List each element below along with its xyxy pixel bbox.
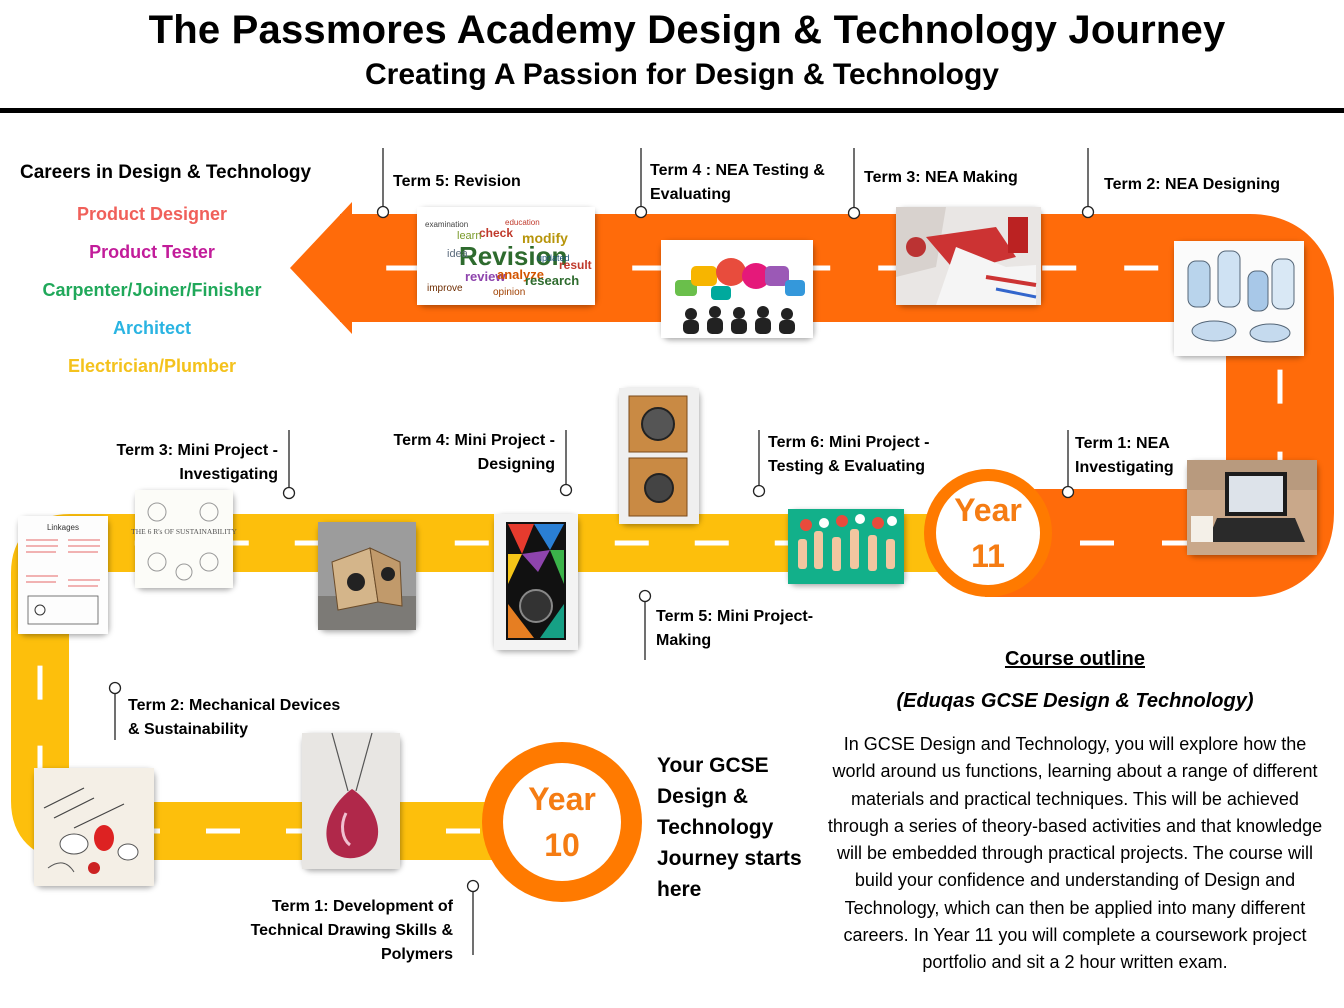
year10-badge-word: Year: [528, 781, 596, 817]
header-divider: [0, 108, 1344, 113]
year11-badge-word: Year: [954, 492, 1022, 528]
wordcloud-word: education: [505, 218, 540, 227]
road-arrow-head: [290, 202, 352, 334]
wordcloud-word: analyze: [497, 267, 544, 282]
sustainability-image: THE 6 R's OF SUSTAINABILITY: [131, 490, 237, 588]
y10-term5-label: Term 5: Mini Project- Making: [656, 608, 814, 649]
wordcloud-word: opinion: [493, 287, 525, 298]
year11-badge-number: 11: [971, 538, 1005, 574]
wordcloud-word: updated: [537, 253, 570, 263]
y11-term5-label: Term 5: Revision: [393, 173, 521, 190]
y11-term1-label: Term 1: NEA Investigating: [1075, 435, 1174, 476]
y10-term1-label: Term 1: Development of Technical Drawing…: [250, 898, 453, 963]
year10-badge: Year 10: [482, 742, 642, 902]
pointer-dot-y10-t1: [466, 879, 480, 893]
year11-badge: Year 11: [924, 469, 1052, 597]
pointer-dot-y10-t4: [559, 483, 573, 497]
nea-designing-image: [1174, 241, 1304, 356]
mini-speaker-image: [318, 522, 416, 630]
wordcloud-word: examination: [425, 220, 468, 229]
revision-wordcloud-image: Revision check learn review analyze rese…: [417, 207, 595, 305]
career-product-tester: Product Tester: [89, 242, 215, 262]
technical-drawing-image: [34, 768, 154, 886]
career-product-designer: Product Designer: [76, 204, 228, 224]
y11-term2-label: Term 2: NEA Designing: [1104, 176, 1281, 193]
pointer-dot-y10-t6: [752, 484, 766, 498]
testing-evaluating-image: [788, 509, 904, 584]
nea-investigating-image: [1187, 460, 1317, 555]
wordcloud-word: modify: [522, 230, 568, 246]
pointer-dot-y11-t5: [376, 205, 390, 219]
wordcloud-word: learn: [457, 230, 481, 242]
wordcloud-word: improve: [427, 283, 463, 294]
course-outline-body: In GCSE Design and Technology, you will …: [827, 734, 1323, 973]
pointer-dot-y11-t3: [847, 206, 861, 220]
page-subtitle: Creating A Passion for Design & Technolo…: [365, 58, 999, 91]
wordcloud-word: idea: [447, 248, 469, 260]
pointer-dot-y10-t2: [108, 681, 122, 695]
speaker-design-image: [619, 388, 699, 524]
y10-term3-label: Term 3: Mini Project - Investigating: [116, 442, 278, 483]
page-title: The Passmores Academy Design & Technolog…: [148, 8, 1226, 52]
pointer-dot-y11-t4: [634, 205, 648, 219]
linkages-sheet-image: Linkages: [18, 516, 108, 634]
wordcloud-word: result: [559, 258, 592, 272]
journey-start-text: Your GCSE Design & Technology Journey st…: [657, 754, 802, 901]
course-outline-subheading: (Eduqas GCSE Design & Technology): [896, 690, 1254, 712]
career-electrician: Electrician/Plumber: [67, 356, 237, 376]
speech-bubbles-image: [661, 240, 813, 338]
pointer-dot-y10-t5: [638, 589, 652, 603]
y11-term4-label: Term 4 : NEA Testing & Evaluating: [650, 162, 825, 203]
wordcloud-word: check: [479, 226, 513, 240]
year10-badge-number: 10: [544, 827, 580, 863]
pointer-dot-y11-t1: [1061, 485, 1075, 499]
career-architect: Architect: [112, 318, 192, 338]
nea-making-image: [896, 207, 1041, 305]
pointer-dot-y10-t3: [282, 486, 296, 500]
pointer-dot-y11-t2: [1081, 205, 1095, 219]
wordcloud-word: research: [525, 273, 579, 288]
linkages-card-title: Linkages: [47, 523, 79, 532]
y10-term4-label: Term 4: Mini Project - Designing: [393, 432, 555, 473]
course-outline-heading: Course outline: [1004, 648, 1145, 670]
careers-heading: Careers in Design & Technology: [20, 162, 312, 183]
wordcloud-main: Revision: [459, 241, 567, 271]
career-carpenter: Carpenter/Joiner/Finisher: [42, 280, 262, 300]
sustainability-card-text: THE 6 R's OF SUSTAINABILITY: [131, 527, 237, 536]
y10-term6-label: Term 6: Mini Project - Testing & Evaluat…: [768, 434, 930, 475]
speaker-making-image: [494, 514, 578, 650]
y11-term3-label: Term 3: NEA Making: [864, 169, 1018, 186]
wordcloud-word: review: [465, 269, 506, 284]
term-pointers: [108, 148, 1095, 955]
polymer-pendant-image: [302, 732, 400, 869]
y10-term2-label: Term 2: Mechanical Devices & Sustainabil…: [128, 697, 341, 738]
